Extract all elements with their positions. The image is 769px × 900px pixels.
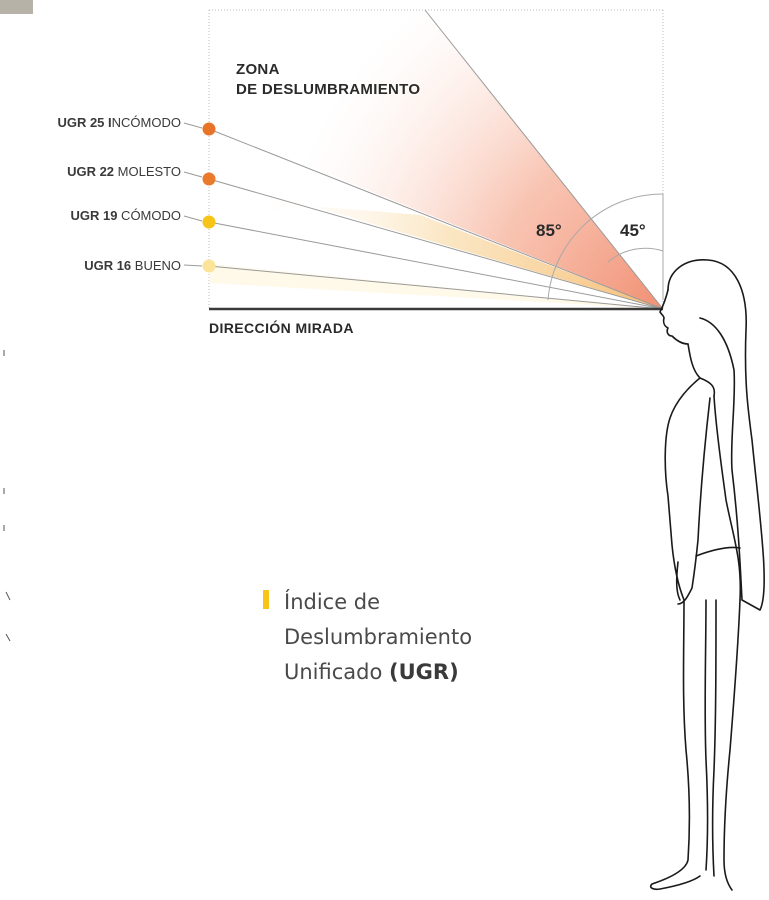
leader-ugr-16 (183, 264, 203, 267)
ugr-22-code: UGR 22 (67, 164, 114, 179)
ugr-25-dot (202, 122, 216, 136)
angle-arcs (547, 193, 664, 301)
comfort-zone (209, 176, 663, 309)
ugr-16-code: UGR 16 (84, 258, 131, 273)
ray-top (424, 9, 664, 310)
ugr-19-label: UGR 19 CÓMODO (70, 208, 181, 223)
gaze-direction-label: DIRECCIÓN MIRADA (209, 319, 354, 336)
arc-45 (607, 247, 664, 263)
ugr-25-label: UGR 25 INCÓMODO (57, 115, 181, 130)
ugr-19-code: UGR 19 (70, 208, 117, 223)
ugr-16-rating: BUENO (131, 258, 181, 273)
leader-ugr-19 (183, 215, 203, 222)
woman-figure-illustration (649, 259, 765, 891)
caption-line2: Deslumbramiento (284, 625, 472, 649)
ugr-rays (208, 9, 664, 310)
ray-ugr-22 (208, 178, 664, 310)
caption-line3-regular: Unificado (284, 660, 389, 684)
ugr-25-initial: I (108, 115, 112, 130)
ugr-22-rating: MOLESTO (114, 164, 181, 179)
ugr-19-rating: CÓMODO (117, 208, 181, 223)
zone-title-line2: DE DESLUMBRAMIENTO (236, 81, 420, 98)
glare-zone (209, 10, 663, 309)
leader-ugr-25 (183, 122, 203, 129)
arc-85 (547, 193, 664, 301)
angle-85-label: 85° (536, 221, 562, 240)
corner-thumbnail (0, 0, 33, 14)
ray-ugr-19 (208, 221, 664, 310)
caption-line1: Índice de (284, 589, 380, 614)
ugr-25-rating: NCÓMODO (112, 115, 181, 130)
caption-line3: Unificado (UGR) (284, 660, 459, 684)
ugr-16-label: UGR 16 BUENO (84, 258, 181, 273)
ugr-22-dot (202, 172, 216, 186)
ugr-19-dot (202, 215, 216, 229)
ugr-22-label: UGR 22 MOLESTO (67, 164, 181, 179)
ugr-25-code: UGR 25 (57, 115, 104, 130)
edge-ticks (3, 350, 11, 642)
ugr-16-dot (202, 259, 216, 273)
ray-ugr-16 (208, 265, 664, 310)
ray-ugr-25 (208, 128, 664, 310)
caption-marker (263, 590, 269, 609)
leader-ugr-22 (183, 171, 203, 178)
angle-45-label: 45° (620, 221, 646, 240)
zone-title-line1: ZONA (236, 61, 280, 78)
caption-line3-bold: (UGR) (389, 660, 459, 684)
